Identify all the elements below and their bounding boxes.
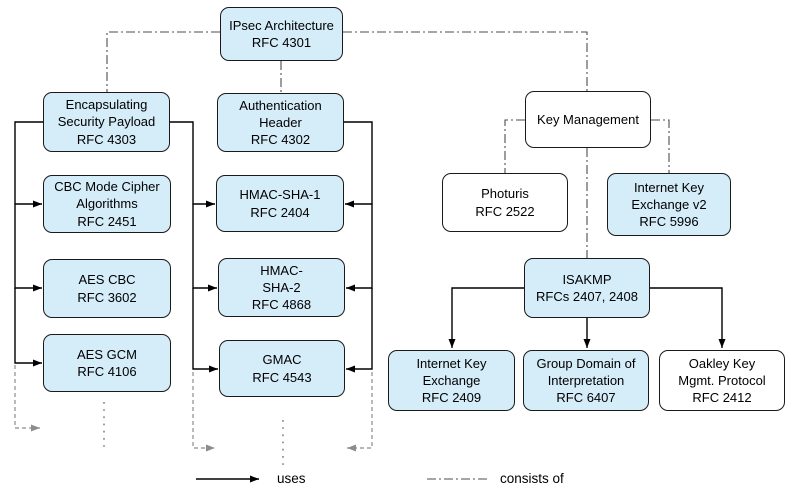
node-oakley: Oakley Key Mgmt. Protocol RFC 2412 (659, 350, 785, 411)
edge-ah-hmac_sha2 (346, 204, 373, 289)
edge-esp-left-rail-more-uses (14, 365, 40, 429)
node-photuris: Photuris RFC 2522 (442, 173, 568, 232)
edge-esp-hmac_sha1 (170, 121, 215, 205)
edge-key_mgmt-ikev2 (651, 119, 670, 173)
arrowhead-esp-gmac (209, 365, 218, 373)
node-esp: Encapsulating Security Payload RFC 4303 (43, 92, 170, 152)
edge-ah-hmac_sha1 (344, 121, 373, 205)
node-key-management: Key Management (525, 91, 651, 148)
arrowhead-isakmp-ike (448, 339, 456, 348)
arrowhead-esp-aes_cbc (33, 284, 42, 292)
edge-esp-aes_cbc (14, 204, 42, 289)
arrowhead-esp-hmac_sha2 (208, 284, 217, 292)
arrowhead-esp-cbc (33, 200, 42, 208)
node-hmac-sha-2: HMAC- SHA-2 RFC 4868 (218, 258, 345, 317)
edge-isakmp-ike (451, 287, 524, 348)
arrowhead-esp-right-rail-more-uses (206, 444, 215, 452)
edge-esp-cbc (14, 121, 43, 205)
edge-esp-gmac (192, 288, 218, 370)
node-isakmp: ISAKMP RFCs 2407, 2408 (524, 258, 650, 318)
node-gdoi: Group Domain of Interpretation RFC 6407 (523, 350, 649, 411)
arrowhead-esp-left-rail-more-uses (31, 424, 40, 432)
edge-ipsec-esp (106, 31, 220, 92)
node-hmac-sha-1: HMAC-SHA-1 RFC 2404 (216, 175, 344, 232)
edge-esp-right-rail-more-uses (192, 372, 215, 449)
edge-ah-gmac (346, 288, 373, 370)
node-gmac: GMAC RFC 4543 (219, 340, 345, 397)
node-ipsec-architecture: IPsec Architecture RFC 4301 (220, 7, 343, 61)
edge-key_mgmt-photuris (504, 119, 525, 173)
legend-consists-of-label: consists of (500, 471, 564, 486)
arrowhead-ah-hmac_sha1 (345, 200, 354, 208)
arrowhead-ah-hmac_sha2 (346, 284, 355, 292)
node-authentication-header: Authentication Header RFC 4302 (217, 93, 344, 152)
arrowhead-ah-gmac (346, 365, 355, 373)
arrowhead-esp-hmac_sha1 (206, 200, 215, 208)
edge-ah-right-rail-more-uses (347, 372, 373, 449)
arrowhead-esp-aes_gcm (33, 359, 42, 367)
edge-esp-hmac_sha2 (192, 204, 217, 289)
node-aes-gcm: AES GCM RFC 4106 (43, 334, 171, 392)
arrowhead-isakmp-gdoi (583, 339, 591, 348)
node-aes-cbc: AES CBC RFC 3602 (43, 259, 171, 318)
legend-uses-label: uses (277, 471, 306, 486)
edge-ipsec-key_mgmt (343, 31, 588, 91)
edge-isakmp-oakley (650, 287, 723, 348)
arrowhead-isakmp-oakley (718, 339, 726, 348)
node-ike-v2: Internet Key Exchange v2 RFC 5996 (607, 173, 731, 236)
node-ike: Internet Key Exchange RFC 2409 (388, 350, 515, 411)
arrowhead-ah-right-rail-more-uses (347, 444, 356, 452)
node-cbc-mode-cipher: CBC Mode Cipher Algorithms RFC 2451 (43, 175, 171, 233)
edge-esp-aes_gcm (14, 288, 42, 364)
arrowhead-legend-uses-sample (250, 475, 259, 483)
